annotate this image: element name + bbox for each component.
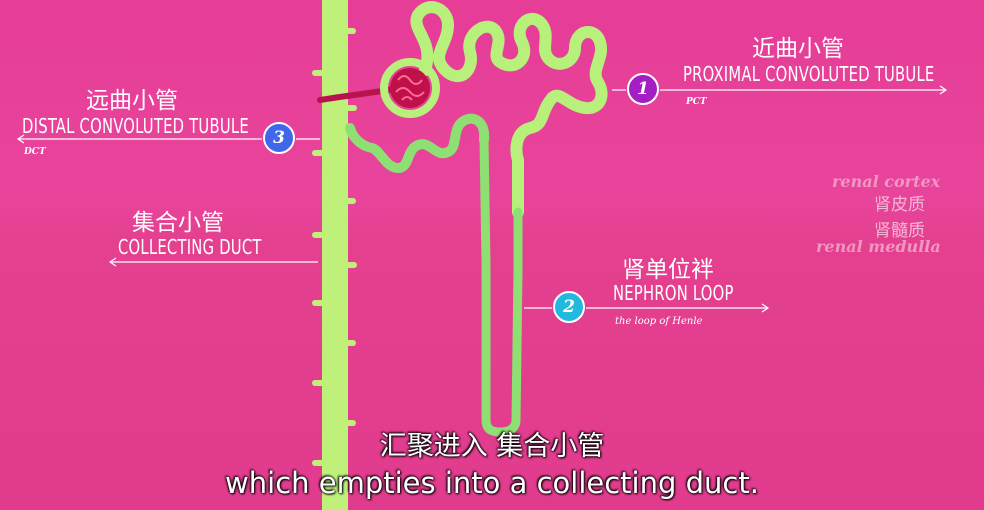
badge-pct: 1 [627,73,659,105]
pct-abbr: PCT [686,97,707,107]
collecting-duct-shape [312,0,357,510]
cortex-label-zh: 肾皮质 [874,195,925,215]
badge-dct: 3 [263,122,295,154]
dct-abbr: DCT [24,147,46,157]
nephron-loop-shape [479,135,523,437]
glomerulus [380,58,440,118]
subtitle-en: which empties into a collecting duct. [225,466,759,500]
medulla-label-en: renal medulla [816,237,941,256]
collecting-label-en: COLLECTING DUCT [118,235,262,259]
distal-tubule-shape [345,113,490,173]
pct-label-en: PROXIMAL CONVOLUTED TUBULE [683,62,935,86]
medulla-label-zh: 肾髓质 [874,221,925,241]
dct-label-en: DISTAL CONVOLUTED TUBULE [22,114,249,138]
dct-label-zh: 远曲小管 [86,88,178,114]
collecting-label-zh: 集合小管 [132,210,224,236]
badge-loop: 2 [553,291,585,323]
loop-label-en: NEPHRON LOOP [613,281,734,305]
subtitle-zh: 汇聚进入 集合小管 [379,431,605,462]
leader-lines [16,85,948,313]
loop-sub-label: the loop of Henle [615,316,703,327]
pct-label-zh: 近曲小管 [752,36,844,62]
proximal-tubule-shape [410,1,608,218]
loop-label-zh: 肾单位袢 [622,257,714,283]
cortex-label-en: renal cortex [832,172,941,191]
